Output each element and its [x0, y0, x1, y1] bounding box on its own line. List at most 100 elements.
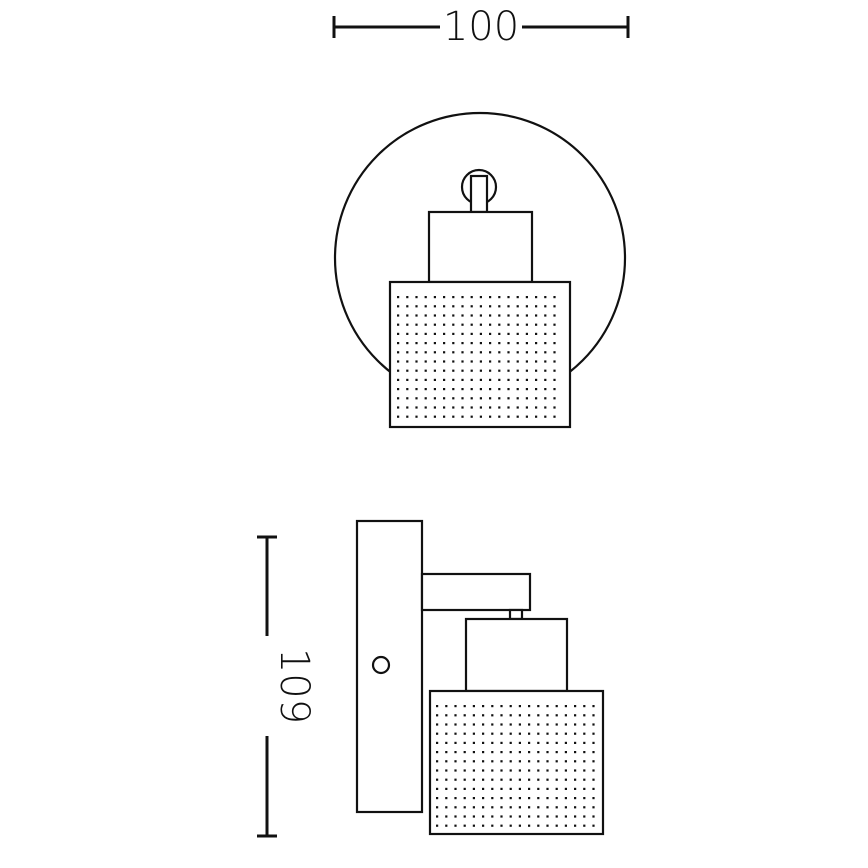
perforation-dot: [461, 296, 464, 299]
perforation-dot: [415, 415, 418, 418]
perforation-dot: [436, 806, 439, 809]
perforation-dot: [482, 778, 485, 781]
perforation-dot: [592, 741, 595, 744]
perforation-dot: [537, 806, 540, 809]
width-label: 100: [443, 4, 519, 50]
perforation-dot: [555, 760, 558, 763]
side-shade: [428, 689, 605, 836]
perforation-dot: [574, 806, 577, 809]
perforation-dot: [479, 397, 482, 400]
perforation-dot: [546, 723, 549, 726]
perforation-dot: [516, 406, 519, 409]
perforation-dot: [443, 369, 446, 372]
perforation-dot: [592, 714, 595, 717]
perforation-dot: [516, 360, 519, 363]
perforation-dot: [555, 787, 558, 790]
perforation-dot: [445, 797, 448, 800]
perforation-dot: [433, 388, 436, 391]
perforation-dot: [452, 415, 455, 418]
perforation-dot: [443, 397, 446, 400]
perforation-dot: [574, 751, 577, 754]
perforation-dot: [528, 806, 531, 809]
perforation-dot: [433, 351, 436, 354]
perforation-dot: [516, 351, 519, 354]
perforation-dot: [592, 751, 595, 754]
perforation-dot: [397, 378, 400, 381]
perforation-dot: [443, 305, 446, 308]
perforation-dot: [583, 787, 586, 790]
perforation-dot: [489, 342, 492, 345]
perforation-dot: [500, 815, 503, 818]
perforation-dot: [583, 705, 586, 708]
perforation-dot: [498, 351, 501, 354]
perforation-dot: [479, 415, 482, 418]
perforation-dot: [424, 296, 427, 299]
perforation-dot: [489, 323, 492, 326]
perforation-dot: [583, 815, 586, 818]
perforation-dot: [454, 741, 457, 744]
perforation-dot: [482, 714, 485, 717]
perforation-dot: [415, 369, 418, 372]
perforation-dot: [443, 351, 446, 354]
perforation-dot: [528, 787, 531, 790]
perforation-dot: [518, 760, 521, 763]
perforation-dot: [415, 388, 418, 391]
perforation-dot: [544, 323, 547, 326]
perforation-dot: [424, 406, 427, 409]
perforation-dot: [574, 824, 577, 827]
perforation-dot: [443, 406, 446, 409]
perforation-dot: [436, 751, 439, 754]
perforation-dot: [518, 741, 521, 744]
perforation-dot: [491, 760, 494, 763]
perforation-dot: [537, 769, 540, 772]
perforation-dot: [463, 723, 466, 726]
perforation-dot: [516, 342, 519, 345]
perforation-dot: [397, 360, 400, 363]
perforation-dot: [406, 314, 409, 317]
perforation-dot: [498, 332, 501, 335]
perforation-dot: [509, 769, 512, 772]
perforation-dot: [397, 296, 400, 299]
perforation-dot: [535, 415, 538, 418]
perforation-dot: [472, 741, 475, 744]
perforation-dot: [507, 415, 510, 418]
perforation-dot: [489, 296, 492, 299]
perforation-dot: [507, 369, 510, 372]
perforation-dot: [461, 332, 464, 335]
perforation-dot: [553, 323, 556, 326]
perforation-dot: [479, 323, 482, 326]
perforation-dot: [546, 741, 549, 744]
perforation-dot: [491, 705, 494, 708]
perforation-dot: [463, 787, 466, 790]
perforation-dot: [472, 751, 475, 754]
perforation-dot: [583, 751, 586, 754]
perforation-dot: [592, 815, 595, 818]
perforation-dot: [544, 397, 547, 400]
perforation-dot: [525, 360, 528, 363]
perforation-dot: [525, 378, 528, 381]
perforation-dot: [491, 714, 494, 717]
perforation-dot: [528, 741, 531, 744]
perforation-dot: [500, 787, 503, 790]
perforation-dot: [479, 351, 482, 354]
perforation-dot: [553, 360, 556, 363]
perforation-dot: [406, 415, 409, 418]
perforation-dot: [498, 406, 501, 409]
perforation-dot: [507, 351, 510, 354]
perforation-dot: [592, 732, 595, 735]
perforation-dot: [489, 314, 492, 317]
perforation-dot: [537, 787, 540, 790]
perforation-dot: [479, 332, 482, 335]
perforation-dot: [472, 723, 475, 726]
perforation-dot: [470, 369, 473, 372]
perforation-dot: [574, 797, 577, 800]
perforation-dot: [472, 787, 475, 790]
perforation-dot: [498, 397, 501, 400]
perforation-dot: [482, 769, 485, 772]
perforation-dot: [516, 397, 519, 400]
perforation-dot: [535, 332, 538, 335]
perforation-dot: [555, 778, 558, 781]
perforation-dot: [406, 342, 409, 345]
perforation-dot: [424, 332, 427, 335]
perforation-dot: [574, 714, 577, 717]
